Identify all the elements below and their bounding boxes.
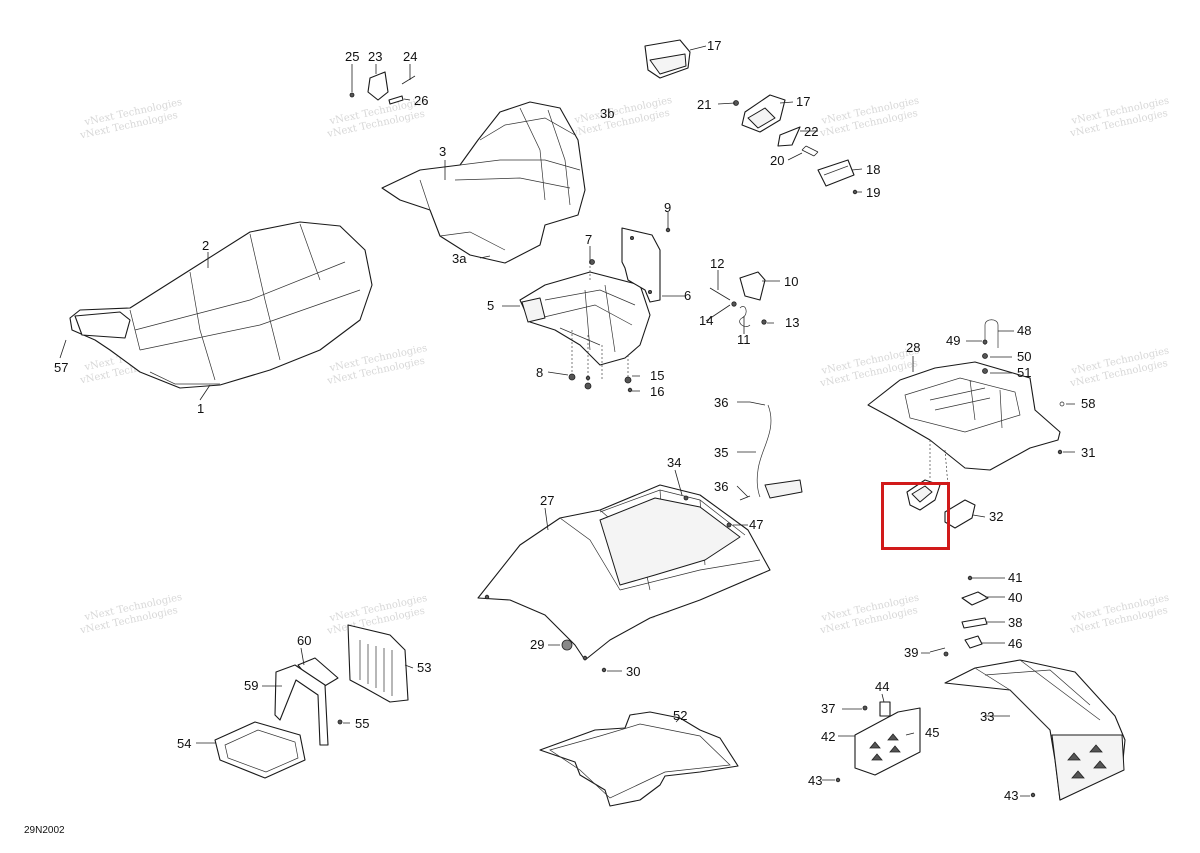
callout-41: 41 [1008,570,1022,585]
callout-54: 54 [177,736,191,751]
callout-11: 11 [737,332,751,347]
callout-46: 46 [1008,636,1022,651]
callout-36: 36 [714,479,728,494]
callout-43-left: 43 [808,773,822,788]
callout-14: 14 [699,313,713,328]
callout-12: 12 [710,256,724,271]
part-bracket-32 [906,479,976,529]
callout-38: 38 [1008,615,1022,630]
callout-24: 24 [403,49,417,64]
callout-6: 6 [684,288,691,303]
callout-10: 10 [784,274,798,289]
highlighted-part-box[interactable] [881,482,950,550]
callout-25: 25 [345,49,359,64]
callout-42: 42 [821,729,835,744]
callout-8: 8 [536,365,543,380]
callout-55: 55 [355,716,369,731]
callout-2: 2 [202,238,209,253]
part-rear-body [477,484,771,661]
part-base-hardware [585,375,633,393]
part-plate-6 [621,227,661,303]
callout-43-right: 43 [1004,788,1018,803]
callout-34: 34 [667,455,681,470]
callout-17-top: 17 [707,38,721,53]
callout-29: 29 [530,637,544,652]
callout-21: 21 [697,97,711,112]
callout-59: 59 [244,678,258,693]
callout-47: 47 [749,517,763,532]
part-cover-53 [347,624,409,703]
callout-45: 45 [925,725,939,740]
callout-16: 16 [650,384,664,399]
callout-13: 13 [785,315,799,330]
part-small-hardware-top [349,71,416,105]
callout-57: 57 [54,360,68,375]
part-rear-rack [944,659,1126,801]
callout-15: 15 [650,368,664,383]
part-mat [539,711,739,807]
callout-51: 51 [1017,365,1031,380]
callout-labels: 2 1 57 3 3a 3b 5 6 7 8 9 10 11 12 13 14 … [54,38,1095,803]
callout-60: 60 [297,633,311,648]
callout-18: 18 [866,162,880,177]
part-rear-rack-panel [867,319,1065,511]
part-body-hardware [561,495,732,673]
callout-3b: 3b [600,106,614,121]
callout-50: 50 [1017,349,1031,364]
callout-32: 32 [989,509,1003,524]
callout-26: 26 [414,93,428,108]
callout-28: 28 [906,340,920,355]
part-latch-hardware [665,227,767,327]
callout-23: 23 [368,49,382,64]
callout-40: 40 [1008,590,1022,605]
callout-49: 49 [946,333,960,348]
callout-20: 20 [770,153,784,168]
diagram-id-code: 29N2002 [24,825,65,836]
callout-53: 53 [417,660,431,675]
callout-31: 31 [1081,445,1095,460]
callout-39: 39 [904,645,918,660]
callout-3: 3 [439,144,446,159]
callout-3a: 3a [452,251,467,266]
callout-1: 1 [197,401,204,416]
callout-19: 19 [866,185,880,200]
callout-33: 33 [980,709,994,724]
callout-9: 9 [664,200,671,215]
part-seat-rider [381,101,586,264]
callout-35: 35 [714,445,728,460]
callout-5: 5 [487,298,494,313]
part-cable [739,401,803,501]
leader-lines [59,45,1075,797]
callout-48: 48 [1017,323,1031,338]
part-latch-small-set [929,575,989,657]
part-seat-base [519,259,651,390]
callout-17: 17 [796,94,810,109]
part-seat-main [69,221,373,389]
part-license-bracket [835,701,921,783]
callout-44: 44 [875,679,889,694]
callout-7: 7 [585,232,592,247]
callout-37: 37 [821,701,835,716]
part-grab-handles [644,39,858,195]
callout-30: 30 [626,664,640,679]
part-battery-box [214,657,343,779]
callout-27: 27 [540,493,554,508]
callout-36-top: 36 [714,395,728,410]
callout-52: 52 [673,708,687,723]
callout-22: 22 [804,124,818,139]
callout-58: 58 [1081,396,1095,411]
